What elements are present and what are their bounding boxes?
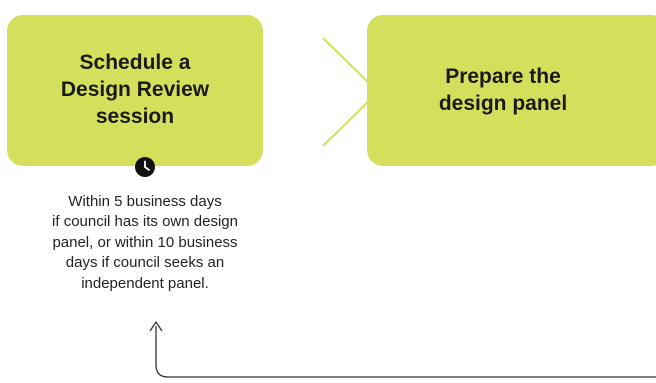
clock-icon — [135, 157, 155, 177]
step-label-line: Design Review — [60, 78, 210, 102]
return-loop-arrowhead — [149, 320, 163, 332]
return-loop-line — [155, 326, 656, 378]
timing-note-line: independent panel. — [81, 274, 209, 292]
step-label: Prepare the design panel — [439, 64, 567, 118]
timing-note: Within 5 business days if council has it… — [15, 192, 275, 294]
step-prepare-design-panel: Prepare the design panel — [367, 15, 656, 166]
step-label-line: design panel — [438, 91, 568, 115]
step-label: Schedule a Design Review session — [61, 50, 209, 131]
timing-note-line: panel, or within 10 business — [52, 233, 238, 251]
step-schedule-design-review: Schedule a Design Review session — [7, 15, 263, 166]
step-label-line: Schedule a — [79, 51, 191, 75]
step-label-line: session — [95, 104, 175, 128]
timing-note-line: if council has its own design — [52, 213, 238, 231]
timing-note-line: Within 5 business days — [68, 193, 222, 210]
step-label-line: Prepare the — [445, 64, 561, 88]
timing-note-line: days if council seeks an — [65, 254, 225, 272]
